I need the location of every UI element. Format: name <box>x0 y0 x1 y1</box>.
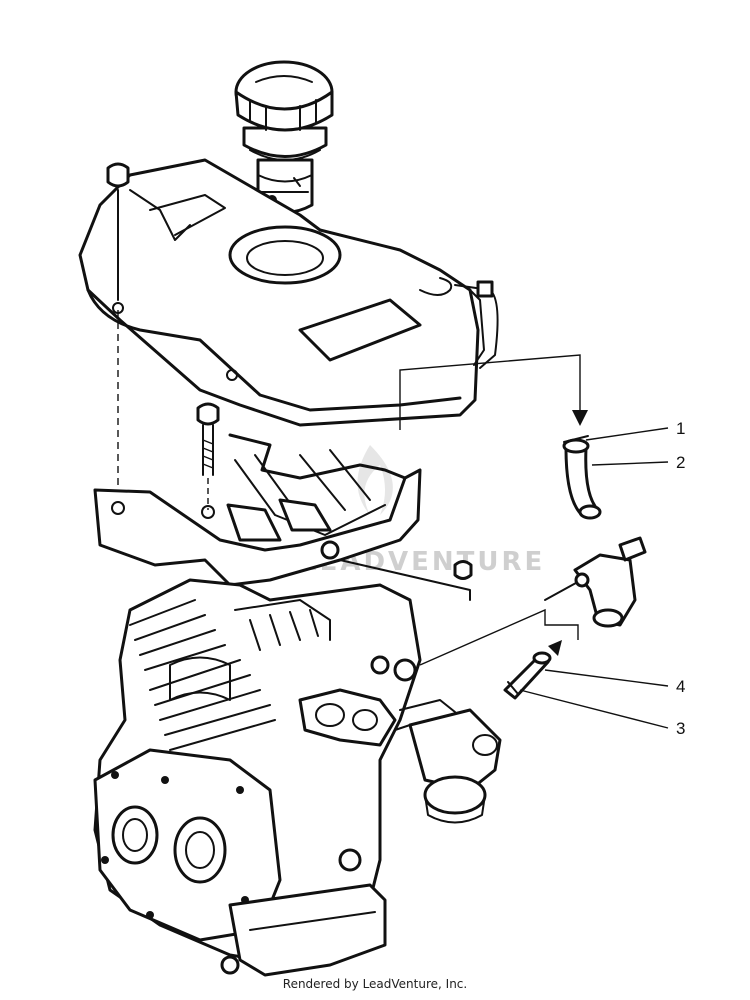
fuel-cap <box>234 60 334 214</box>
bolt-upper-left <box>106 162 130 301</box>
fuel-line-lower <box>503 651 552 700</box>
engine <box>93 578 422 977</box>
callouts: 1 2 4 3 <box>519 419 685 738</box>
routing-leaders <box>399 354 588 666</box>
bolt-center <box>196 402 220 510</box>
callout-label-3: 3 <box>676 719 685 738</box>
callout-leader-4 <box>544 669 669 687</box>
callout-leader-2 <box>591 461 669 466</box>
tank-bracket <box>93 433 471 601</box>
fuel-line-upper <box>562 435 602 520</box>
callout-leader-1 <box>585 427 669 441</box>
render-credit: Rendered by LeadVenture, Inc. <box>282 977 468 991</box>
callout-label-1: 1 <box>676 419 685 438</box>
fuel-tank <box>78 158 499 427</box>
carburetor <box>394 699 502 824</box>
bolt-right <box>453 560 473 580</box>
callout-leader-3 <box>519 689 669 729</box>
callout-label-4: 4 <box>676 677 685 696</box>
fuel-valve <box>544 536 647 628</box>
callout-label-2: 2 <box>676 453 685 472</box>
